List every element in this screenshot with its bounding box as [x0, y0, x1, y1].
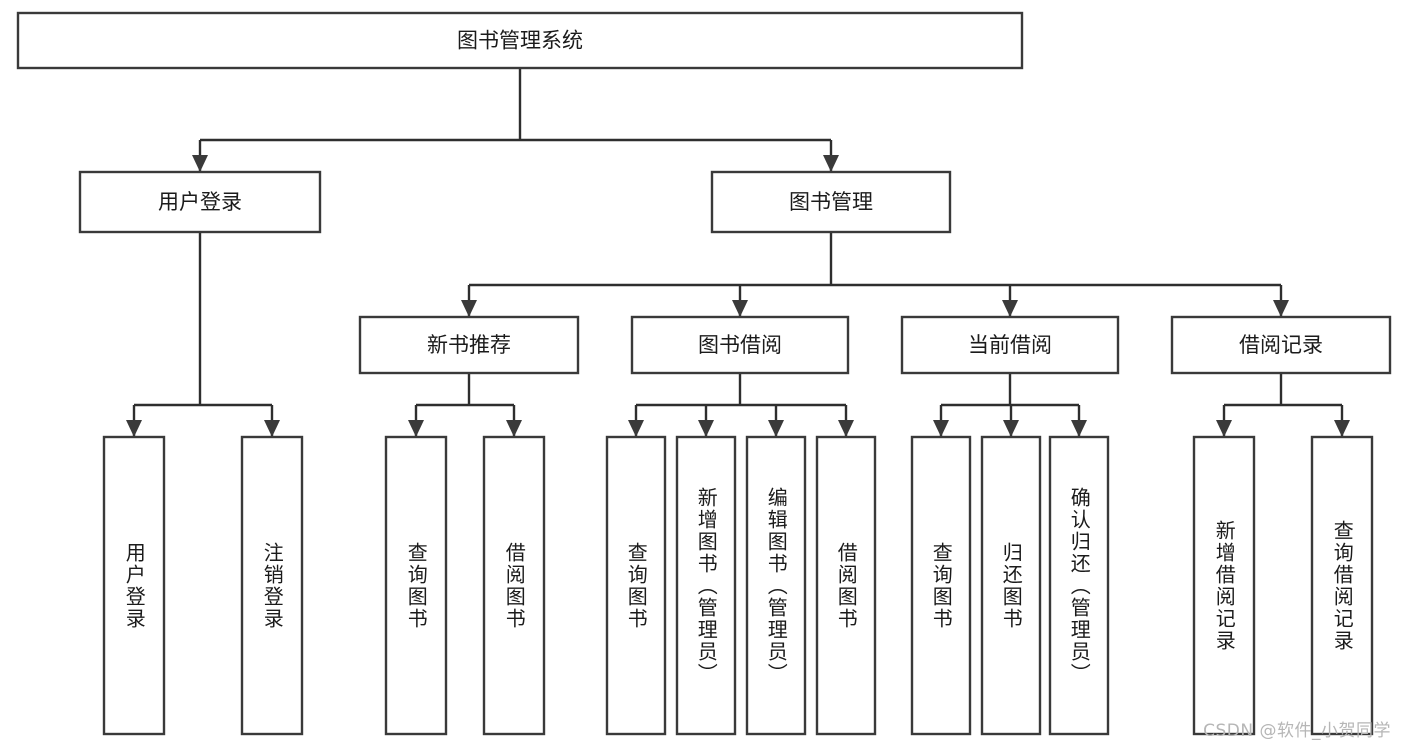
node-box-leaf-query-book-current[interactable]: [910, 435, 972, 736]
watermark-text: CSDN @软件_小贺同学: [1203, 721, 1391, 741]
node-label-new-book-rec: 新书推荐: [427, 333, 511, 357]
arrowhead-book-borrow-to-leaf-edit-book: [768, 420, 784, 437]
node-label-current-borrow: 当前借阅: [968, 333, 1052, 357]
node-box-layer: [16, 11, 1392, 736]
arrowhead-book-manage-to-current-borrow: [1002, 300, 1018, 317]
arrowhead-book-borrow-to-leaf-borrow-book: [838, 420, 854, 437]
node-box-leaf-borrow-book-rec[interactable]: [482, 435, 546, 736]
node-box-leaf-confirm-return[interactable]: [1048, 435, 1110, 736]
arrowhead-book-manage-to-book-borrow: [732, 300, 748, 317]
node-box-root[interactable]: [16, 11, 1024, 70]
node-box-borrow-record[interactable]: [1170, 315, 1392, 375]
arrowhead-borrow-record-to-leaf-add-borrow-record: [1216, 420, 1232, 437]
arrowhead-current-borrow-to-leaf-query-book-current: [933, 420, 949, 437]
node-box-leaf-query-book-borrow[interactable]: [605, 435, 667, 736]
node-label-book-manage: 图书管理: [789, 190, 873, 214]
arrowhead-root-to-book-manage: [823, 155, 839, 172]
node-box-new-book-rec[interactable]: [358, 315, 580, 375]
node-box-leaf-query-book-rec[interactable]: [384, 435, 448, 736]
node-box-leaf-borrow-book[interactable]: [815, 435, 877, 736]
arrowhead-book-borrow-to-leaf-query-book-borrow: [628, 420, 644, 437]
node-box-leaf-add-book[interactable]: [675, 435, 737, 736]
node-box-current-borrow[interactable]: [900, 315, 1120, 375]
node-label-book-borrow: 图书借阅: [698, 333, 782, 357]
node-label-borrow-record: 借阅记录: [1239, 333, 1323, 357]
node-box-leaf-user-logout[interactable]: [240, 435, 304, 736]
arrowhead-new-book-rec-to-leaf-query-book-rec: [408, 420, 424, 437]
node-box-book-manage[interactable]: [710, 170, 952, 234]
arrowhead-current-borrow-to-leaf-return-book: [1003, 420, 1019, 437]
node-box-leaf-user-login[interactable]: [102, 435, 166, 736]
node-label-root: 图书管理系统: [457, 29, 583, 53]
arrowhead-book-borrow-to-leaf-add-book: [698, 420, 714, 437]
node-box-leaf-return-book[interactable]: [980, 435, 1042, 736]
arrowhead-new-book-rec-to-leaf-borrow-book-rec: [506, 420, 522, 437]
arrowhead-root-to-user-login: [192, 155, 208, 172]
node-label-user-login: 用户登录: [158, 190, 242, 214]
node-box-user-login[interactable]: [78, 170, 322, 234]
arrowhead-borrow-record-to-leaf-query-borrow-record: [1334, 420, 1350, 437]
arrowhead-book-manage-to-new-book-rec: [461, 300, 477, 317]
node-box-leaf-query-borrow-record[interactable]: [1310, 435, 1374, 736]
node-box-leaf-add-borrow-record[interactable]: [1192, 435, 1256, 736]
arrowhead-user-login-to-leaf-user-logout: [264, 420, 280, 437]
arrowhead-user-login-to-leaf-user-login: [126, 420, 142, 437]
arrowhead-book-manage-to-borrow-record: [1273, 300, 1289, 317]
arrowhead-current-borrow-to-leaf-confirm-return: [1071, 420, 1087, 437]
connector-layer: [126, 68, 1350, 437]
node-box-book-borrow[interactable]: [630, 315, 850, 375]
node-box-leaf-edit-book[interactable]: [745, 435, 807, 736]
